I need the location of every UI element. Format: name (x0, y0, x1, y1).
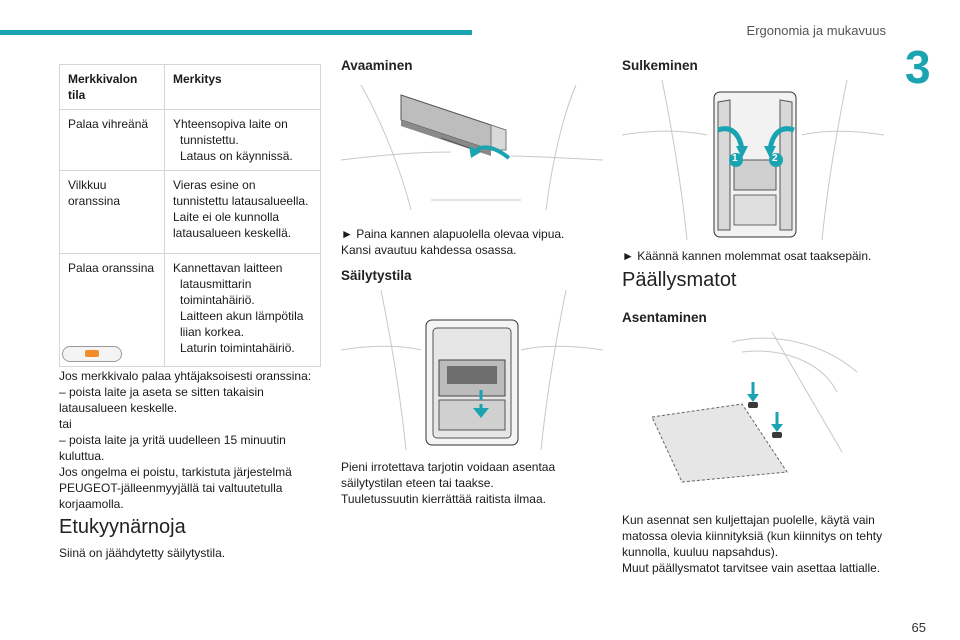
warning-text: Jos merkkivalo palaa yhtäjaksoisesti ora… (59, 368, 329, 512)
meaning-line: Laitteen akun lämpötila (180, 309, 304, 323)
section-sailytystila: Säilytystila (341, 268, 412, 284)
warning-line: tai (59, 417, 72, 431)
warning-line: – poista laite ja yritä uudelleen 15 min… (59, 433, 286, 447)
meaning-line: Kannettavan laitteen (173, 261, 283, 275)
table-cell-state: Vilkkuu oranssina (59, 170, 165, 254)
section-avaaminen: Avaaminen (341, 58, 413, 74)
warning-line: Jos merkkivalo palaa yhtäjaksoisesti ora… (59, 369, 312, 383)
body-line: Muut päällysmatot tarvitsee vain asettaa… (622, 561, 881, 575)
meaning-line: latausalueen keskellä. (173, 226, 292, 240)
warning-line: PEUGEOT-jälleenmyyjällä tai valtuutetull… (59, 481, 283, 495)
section-title: Sulkeminen (622, 58, 698, 73)
header-accent-bar (0, 30, 472, 35)
meaning-line: Laturin toimintahäiriö. (180, 341, 295, 355)
meaning-line: tunnistettu latausalueella. (173, 194, 309, 208)
table-cell-state: Palaa vihreänä (59, 109, 165, 171)
section-title: Asentaminen (622, 310, 707, 325)
section-title: Päällysmatot (622, 269, 737, 291)
closing-marker-1: 1 (732, 153, 738, 164)
section-title: Etukyynärnoja (59, 516, 186, 538)
indicator-table: Merkkivalon tila Merkitys Palaa vihreänä… (59, 64, 321, 367)
warning-line: korjaamolla. (59, 497, 124, 511)
table-row: Vilkkuu oranssina Vieras esine on tunnis… (59, 170, 321, 254)
section-title: Säilytystila (341, 268, 412, 283)
meaning-line: Vieras esine on (173, 178, 256, 192)
floor-mat-illustration (622, 332, 884, 507)
meaning-line: tunnistettu. (180, 133, 239, 147)
column-left: Merkkivalon tila Merkitys Palaa vihreänä… (59, 64, 321, 367)
armrest-open-illustration (341, 80, 603, 210)
instruction-line: ► Käännä kannen molemmat osat taaksepäin… (622, 249, 872, 263)
charging-indicator-icon (62, 346, 122, 362)
warning-line: Jos ongelma ei poistu, tarkistuta järjes… (59, 465, 292, 479)
page-number: 65 (911, 620, 926, 635)
table-row: Palaa vihreänä Yhteensopiva laite on tun… (59, 109, 321, 171)
header-title: Ergonomia ja mukavuus (746, 23, 886, 38)
meaning-line: toimintahäiriö. (180, 293, 255, 307)
state-line: Vilkkuu (68, 178, 107, 192)
body-line: Pieni irrotettava tarjotin voidaan asent… (341, 460, 556, 474)
body-line: säilytystilan eteen tai taakse. (341, 476, 494, 490)
sailytystila-text: Pieni irrotettava tarjotin voidaan asent… (341, 459, 611, 507)
warning-line: latausalueen keskelle. (59, 401, 178, 415)
meaning-line: latausmittarin (180, 277, 252, 291)
body-text: Siinä on jäähdytetty säilytystila. (59, 546, 226, 560)
table-cell-meaning: Kannettavan laitteen latausmittarin toim… (164, 253, 321, 367)
table-cell-meaning: Yhteensopiva laite on tunnistettu. Latau… (164, 109, 321, 171)
table-header-row: Merkkivalon tila Merkitys (59, 64, 321, 110)
instruction-line: ► Paina kannen alapuolella olevaa vipua. (341, 227, 565, 241)
warning-line: kuluttua. (59, 449, 105, 463)
closing-marker-2: 2 (772, 153, 778, 164)
section-asentaminen: Asentaminen (622, 310, 707, 326)
warning-line: – poista laite ja aseta se sitten takais… (59, 385, 264, 399)
table-cell-meaning: Vieras esine on tunnistettu latausalueel… (164, 170, 321, 254)
meaning-line: Yhteensopiva laite on (173, 117, 288, 131)
meaning-line: Lataus on käynnissä. (180, 149, 293, 163)
section-etukyynarnoja: Etukyynärnoja (59, 516, 186, 538)
avaaminen-text: ► Paina kannen alapuolella olevaa vipua.… (341, 226, 611, 258)
table-header-state: Merkkivalon tila (59, 64, 165, 110)
instruction-line: Kansi avautuu kahdessa osassa. (341, 243, 517, 257)
sulkeminen-text: ► Käännä kannen molemmat osat taaksepäin… (622, 248, 902, 264)
section-etukyynarnoja-text: Siinä on jäähdytetty säilytystila. (59, 545, 225, 561)
chapter-number: 3 (905, 41, 931, 93)
storage-compartment-illustration (341, 290, 603, 450)
body-line: Kun asennat sen kuljettajan puolelle, kä… (622, 513, 875, 527)
section-sulkeminen: Sulkeminen (622, 58, 698, 74)
state-line: oranssina (68, 194, 121, 208)
meaning-line: liian korkea. (180, 325, 245, 339)
table-header-meaning: Merkitys (164, 64, 321, 110)
body-line: Tuuletussuutin kierrättää raitista ilmaa… (341, 492, 546, 506)
asentaminen-text: Kun asennat sen kuljettajan puolelle, kä… (622, 512, 902, 576)
armrest-close-illustration: 1 2 (622, 80, 884, 240)
body-line: matossa olevia kiinnityksiä (kun kiinnit… (622, 529, 883, 543)
section-paallysmatot: Päällysmatot (622, 269, 737, 291)
body-line: kunnolla, kuuluu napsahdus). (622, 545, 779, 559)
meaning-line: Laite ei ole kunnolla (173, 210, 280, 224)
section-title: Avaaminen (341, 58, 413, 73)
